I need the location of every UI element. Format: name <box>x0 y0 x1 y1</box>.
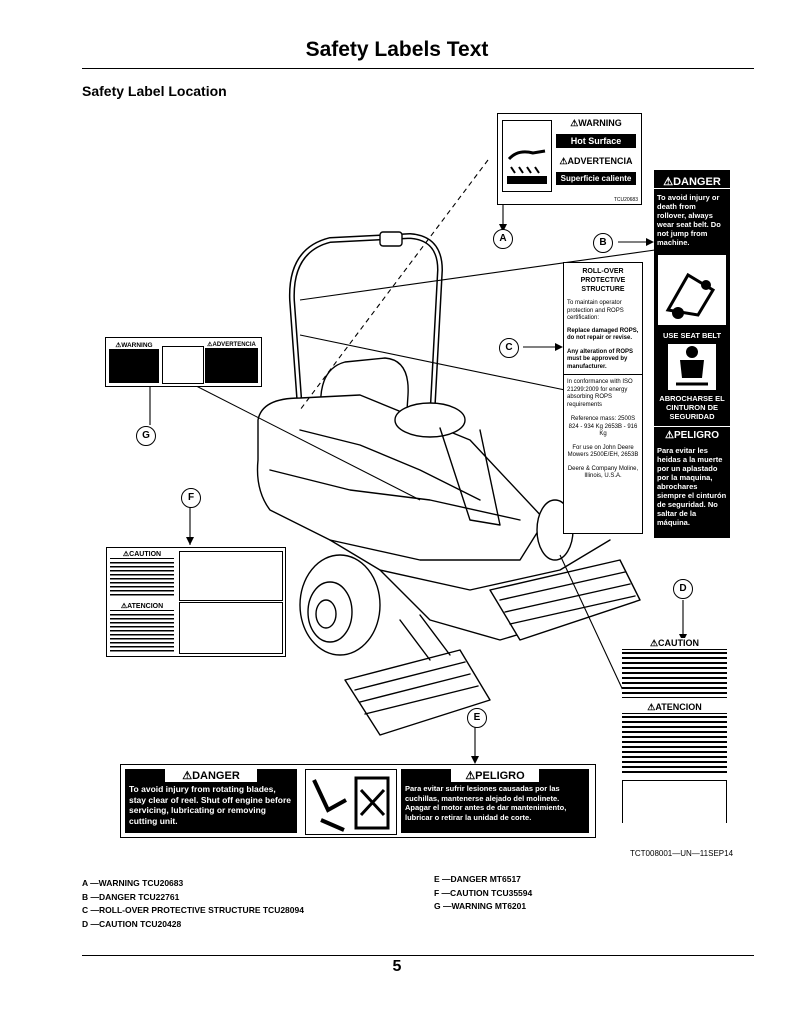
label-a-advertencia: ⚠ADVERTENCIA <box>559 156 633 166</box>
label-b-text-es: Para evitar les heidas a la muerte por u… <box>657 446 727 527</box>
label-f-caution: ⚠CAUTION ⚠ATENCION <box>106 547 286 657</box>
label-a-warning-hot-surface: ⚠WARNING Hot Surface ⚠ADVERTENCIA Superf… <box>497 113 642 205</box>
label-c-for-use: For use on John Deere Mowers 2500E/EH, 2… <box>567 444 639 459</box>
label-g-advertencia-heading: ⚠ADVERTENCIA <box>205 341 258 348</box>
legend-item-e: E —DANGER MT6517 <box>434 874 521 884</box>
legend-item-a: A —WARNING TCU20683 <box>82 878 184 888</box>
legend-left: A —WARNING TCU20683 B —DANGER TCU22761 C… <box>82 877 304 931</box>
legend-item-c: C —ROLL-OVER PROTECTIVE STRUCTURE TCU280… <box>82 905 304 915</box>
legend-right: E —DANGER MT6517 F —CAUTION TCU35594 G —… <box>434 873 532 914</box>
callout-e: E <box>467 708 487 728</box>
rollover-pictogram <box>658 255 726 325</box>
label-a-code: TCU20683 <box>613 197 638 203</box>
legend-item-d: D —CAUTION TCU20428 <box>82 918 182 929</box>
label-g-warning: ⚠WARNING ⚠ADVERTENCIA <box>105 337 262 387</box>
label-d-atencion-heading: ⚠ATENCION <box>622 702 727 714</box>
page-number: 5 <box>392 958 402 975</box>
page-title: Safety Labels Text <box>305 38 489 61</box>
section-heading: Safety Label Location <box>82 83 227 99</box>
label-f-pictogram-bottom <box>179 602 283 654</box>
steering-wheel <box>394 402 466 438</box>
label-a-superficie: Superficie caliente <box>556 172 636 185</box>
legend-item-g: G —WARNING MT6201 <box>434 901 527 911</box>
bottom-rule <box>82 955 754 956</box>
hot-surface-pictogram <box>502 120 552 192</box>
label-e-peligro: ⚠PELIGRO <box>451 769 539 782</box>
label-b-text-en: To avoid injury or death from rollover, … <box>657 193 721 247</box>
front-reel <box>344 649 491 736</box>
label-g-warning-heading: ⚠WARNING <box>109 341 159 349</box>
label-e-english-panel: ⚠DANGER To avoid injury from rotating bl… <box>125 769 297 833</box>
label-e-text-en: To avoid injury from rotating blades, st… <box>129 784 292 826</box>
label-d-controls-pictogram <box>622 780 727 823</box>
label-a-warning: ⚠WARNING <box>570 118 622 128</box>
label-g-spanish-panel: ⚠ADVERTENCIA <box>205 341 258 383</box>
legend-item-b: B —DANGER TCU22761 <box>82 891 180 902</box>
label-c-conformance: In conformance with ISO 21299:2009 for e… <box>564 374 642 413</box>
label-d-text-block-es <box>622 716 727 774</box>
mower-body <box>256 394 546 561</box>
label-b-peligro: ⚠PELIGRO <box>654 426 730 444</box>
label-e-text-es: Para evitar sufrir lesiones causadas por… <box>405 784 567 822</box>
label-b-danger: ⚠DANGER <box>654 170 730 189</box>
label-f-pictogram-top <box>179 551 283 601</box>
front-wheel <box>299 554 381 656</box>
legend-item-f: F —CAUTION TCU35594 <box>434 887 533 898</box>
label-c-reference: Reference mass: 2500S 824 - 934 Kg 2653B… <box>568 416 638 437</box>
label-e-danger-reel: ⚠DANGER To avoid injury from rotating bl… <box>120 764 596 838</box>
label-b-danger-seat-belt: ⚠DANGER To avoid injury or death from ro… <box>654 170 730 538</box>
rotating-blade-pictogram <box>305 769 397 835</box>
label-a-hot-surface: Hot Surface <box>556 134 636 148</box>
callout-a: A <box>493 229 513 249</box>
top-rule <box>82 68 754 69</box>
callout-f: F <box>181 488 201 508</box>
label-d-caution-heading: ⚠CAUTION <box>622 638 727 650</box>
figure-code: TCT008001—UN—11SEP14 <box>630 849 734 858</box>
label-c-line1: To maintain operator protection and ROPS… <box>567 300 624 321</box>
label-b-abrochese: ABROCHARSE EL CINTURON DE SEGURIDAD <box>659 394 725 421</box>
label-c-bullet2: Any alteration of ROPS must be approved … <box>567 348 634 370</box>
callout-d: D <box>673 579 693 599</box>
label-f-text-block-en <box>110 562 174 598</box>
label-f-atencion-heading: ⚠ATENCION <box>110 602 174 611</box>
callout-c: C <box>499 338 519 358</box>
label-d-caution: ⚠CAUTION ⚠ATENCION <box>622 638 727 823</box>
label-e-danger: ⚠DANGER <box>165 769 257 782</box>
safety-label-location-illustration <box>146 159 687 771</box>
label-c-title: ROLL-OVER PROTECTIVE STRUCTURE <box>580 268 626 293</box>
label-f-text-block-es <box>110 614 174 652</box>
label-e-spanish-panel: ⚠PELIGRO Para evitar sufrir lesiones cau… <box>401 769 589 833</box>
callout-g: G <box>136 426 156 446</box>
label-c-bullet1: Replace damaged ROPS, do not repair or r… <box>567 327 639 342</box>
label-f-caution-heading: ⚠CAUTION <box>110 550 174 559</box>
label-c-rops: ROLL-OVER PROTECTIVE STRUCTURE To mainta… <box>563 262 643 534</box>
label-g-english-panel: ⚠WARNING <box>109 341 159 383</box>
callout-b: B <box>593 233 613 253</box>
seat-belt-pictogram <box>668 344 716 390</box>
label-g-pictogram <box>162 346 204 384</box>
label-d-text-block-en <box>622 652 727 698</box>
label-b-use-belt: USE SEAT BELT <box>662 331 722 340</box>
label-c-maker: Deere & Company Moline, Illinois, U.S.A. <box>567 465 639 480</box>
